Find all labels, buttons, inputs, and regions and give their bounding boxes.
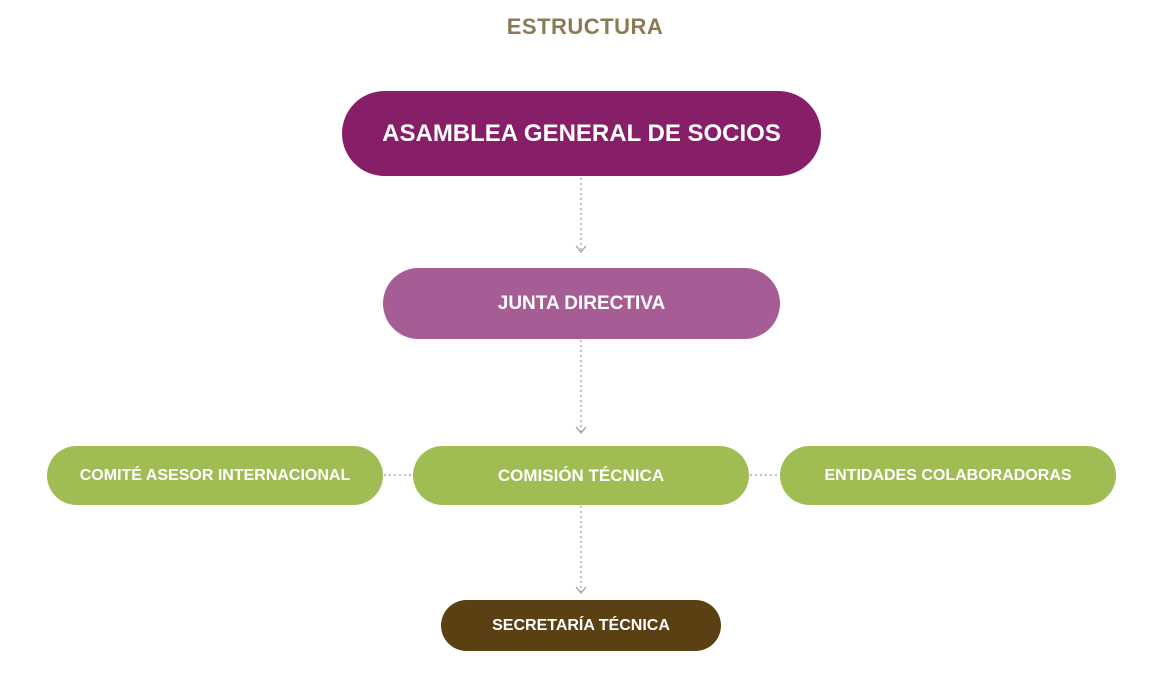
node-comision-tecnica: COMISIÓN TÉCNICA [413, 446, 749, 505]
arrow-head-secretaria [575, 586, 587, 594]
node-asamblea-general-de-socios: ASAMBLEA GENERAL DE SOCIOS [342, 91, 821, 176]
arrow-head-junta [575, 245, 587, 253]
node-junta-directiva: JUNTA DIRECTIVA [383, 268, 780, 339]
node-entidades-colaboradoras: ENTIDADES COLABORADORAS [780, 446, 1116, 505]
page-title: ESTRUCTURA [506, 14, 664, 39]
node-secretaria-tecnica: SECRETARÍA TÉCNICA [441, 600, 721, 651]
arrow-head-comision [575, 426, 587, 434]
node-comite-asesor-internacional: COMITÉ ASESOR INTERNACIONAL [47, 446, 383, 505]
